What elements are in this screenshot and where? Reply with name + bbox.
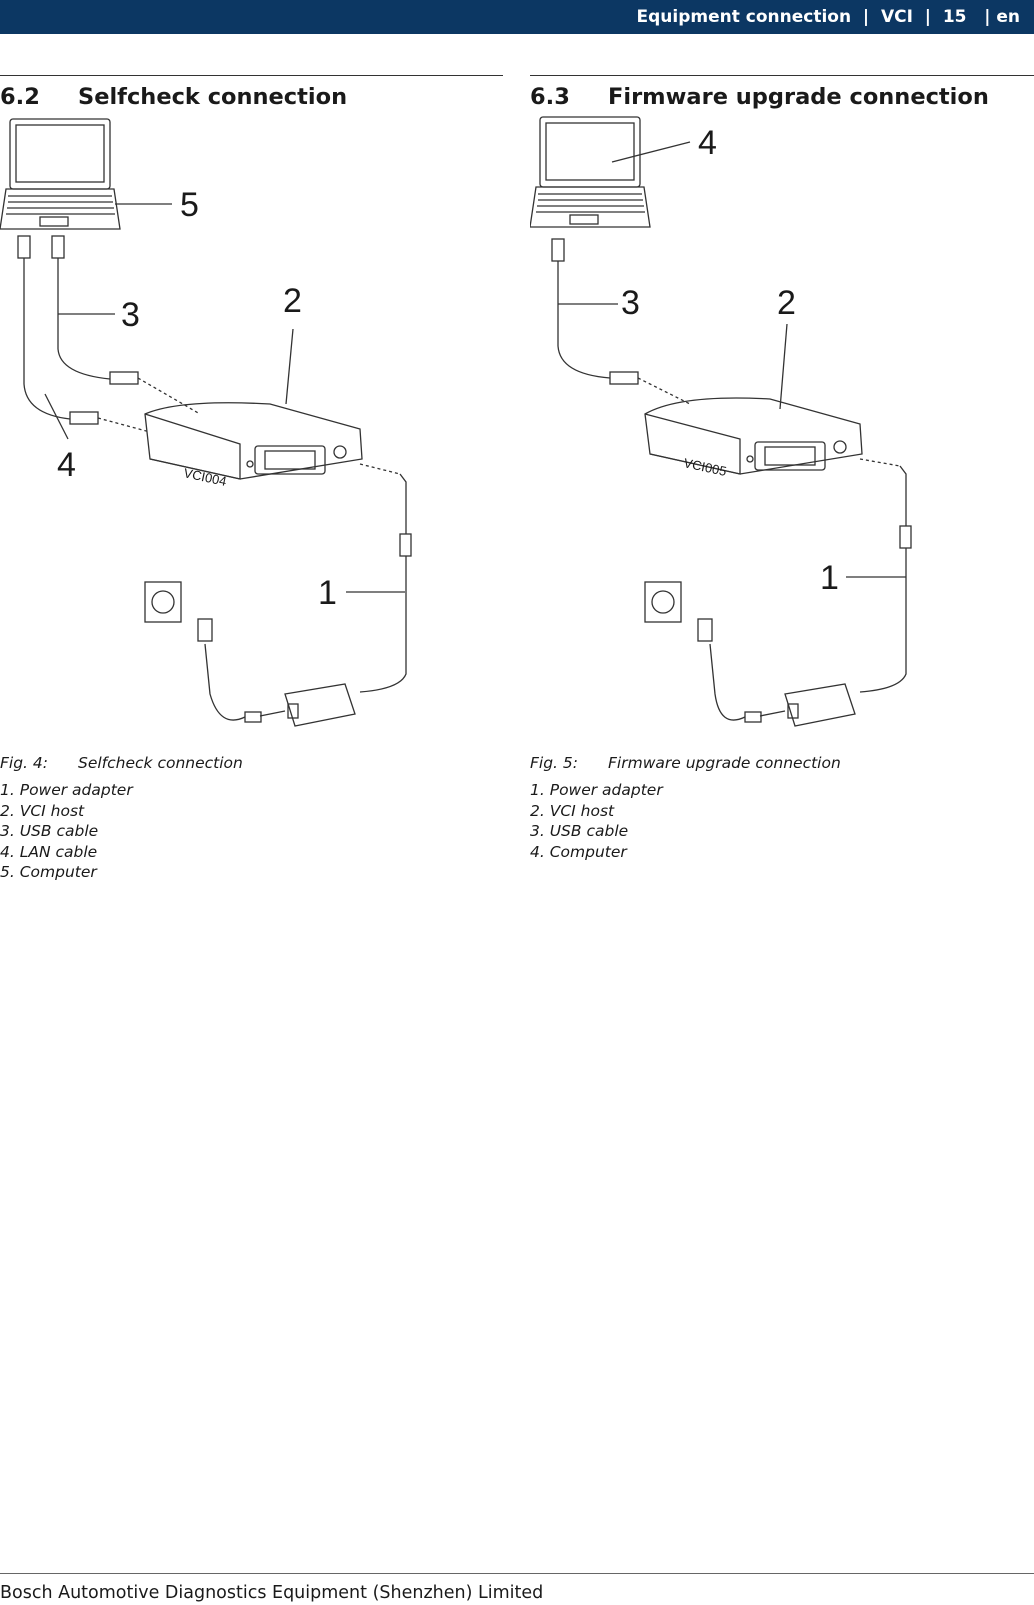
legend-list: 1. Power adapter 2. VCI host 3. USB cabl…: [0, 780, 503, 883]
section-heading: 6.3 Firmware upgrade connection: [530, 80, 1034, 114]
legend-item: 1. Power adapter: [0, 781, 133, 799]
vci-host-illustration: [644, 397, 863, 475]
section-title: Selfcheck connection: [78, 84, 348, 110]
legend-item: 4. Computer: [530, 842, 627, 861]
legend-item: 2. VCI host: [530, 801, 615, 820]
callout-4: 4: [698, 124, 717, 162]
legend-item: 5. Computer: [0, 863, 97, 881]
figure-title: Firmware upgrade connection: [608, 754, 841, 772]
footer-text: Bosch Automotive Diagnostics Equipment (…: [0, 1583, 544, 1603]
model-label: VCI005: [682, 455, 728, 479]
callout-3: 3: [621, 284, 640, 322]
section-rule: [530, 75, 1034, 76]
vci-host-illustration: [144, 402, 363, 480]
selfcheck-diagram: 5 3 2 4 1 VCI004: [0, 118, 412, 727]
section-selfcheck: 6.2 Selfcheck connection: [0, 75, 503, 883]
callout-2: 2: [283, 282, 302, 320]
header-bar: Equipment connection | VCI | 15 | en: [0, 0, 1034, 34]
section-heading: 6.2 Selfcheck connection: [0, 80, 503, 114]
figure-caption: Fig. 5: Firmware upgrade connection: [530, 754, 1034, 776]
laptop-illustration: [0, 118, 121, 230]
model-label: VCI004: [182, 465, 228, 489]
legend-item: 3. USB cable: [0, 822, 99, 840]
laptop-illustration: [530, 116, 651, 228]
section-number: 6.3: [530, 84, 570, 110]
callout-5: 5: [180, 186, 199, 224]
callout-3: 3: [121, 296, 140, 334]
legend-item: 1. Power adapter: [530, 781, 663, 799]
callout-1: 1: [318, 574, 337, 612]
callout-2: 2: [777, 284, 796, 322]
figure-label: Fig. 4:: [0, 754, 48, 772]
legend-item: 3. USB cable: [530, 822, 629, 840]
section-firmware-upgrade: 6.3 Firmware upgrade connection: [530, 75, 1034, 862]
legend-item: 4. LAN cable: [0, 842, 98, 861]
header-text: Equipment connection | VCI | 15 | en: [636, 7, 1020, 27]
figure-label: Fig. 5:: [530, 754, 578, 772]
figure-selfcheck: 5 3 2 4 1 VCI004: [0, 114, 503, 754]
section-number: 6.2: [0, 84, 40, 110]
figure-title: Selfcheck connection: [78, 754, 243, 772]
callout-1: 1: [820, 559, 839, 597]
footer-rule: [0, 1573, 1034, 1574]
legend-list: 1. Power adapter 2. VCI host 3. USB cabl…: [530, 780, 1034, 862]
callout-4: 4: [57, 446, 76, 484]
firmware-upgrade-diagram: 4 3 2 1 VCI005: [530, 116, 912, 727]
figure-caption: Fig. 4: Selfcheck connection: [0, 754, 503, 776]
section-title: Firmware upgrade connection: [608, 84, 989, 110]
legend-item: 2. VCI host: [0, 801, 85, 820]
figure-firmware-upgrade: 4 3 2 1 VCI005: [530, 114, 1033, 754]
section-rule: [0, 75, 503, 76]
